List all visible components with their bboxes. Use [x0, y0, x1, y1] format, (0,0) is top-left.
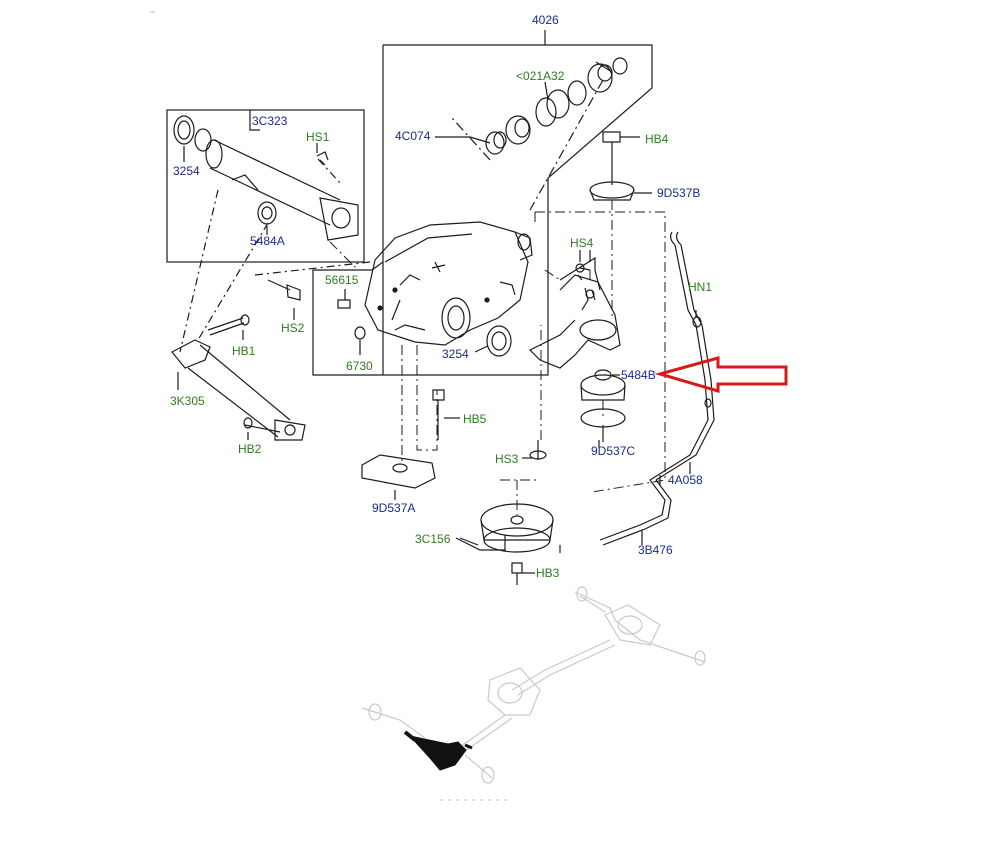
bolt-56615 [337, 299, 351, 309]
bracket-hs4 [559, 256, 601, 301]
label-9d537b: 9D537B [657, 186, 701, 200]
label-021a32: <021A32 [516, 69, 565, 83]
label-hb2: HB2 [238, 442, 262, 456]
label-9d537c: 9D537C [591, 444, 636, 458]
bearing-stack-021a32 [451, 57, 628, 211]
highlighted-halfshaft [403, 730, 473, 771]
mount-9d537a [361, 454, 436, 500]
label-3c156: 3C156 [415, 532, 451, 546]
label-5484b: 5484B [621, 368, 656, 382]
leader-3c323 [249, 110, 260, 131]
label-hs3: HS3 [495, 452, 519, 466]
bolt-hs2 [254, 261, 371, 320]
label-3k305: 3K305 [170, 394, 205, 408]
label-6730: 6730 [346, 359, 373, 373]
label-hs1: HS1 [306, 130, 330, 144]
breather-tube-4a058 [649, 231, 715, 481]
group-frame-4026 [312, 44, 653, 376]
leader-hs4 [579, 250, 591, 262]
tube-housing-3c323 [173, 115, 359, 241]
bolt-hb3 [511, 562, 535, 585]
label-5484a: 5484A [250, 234, 285, 248]
bolt-hb4 [589, 131, 652, 201]
callout-arrow [654, 356, 788, 394]
label-hs4: HS4 [570, 236, 594, 250]
label-hb3: HB3 [536, 566, 560, 580]
bolt-hb5 [432, 389, 460, 440]
strut-3k305 [171, 189, 306, 441]
leader-lines [559, 440, 661, 553]
seal-3254-b [486, 325, 512, 357]
label-hn1: HN1 [688, 280, 713, 294]
label-3b476: 3B476 [638, 543, 673, 557]
label-4a058: 4A058 [668, 473, 703, 487]
leader-4c074 [435, 136, 491, 144]
driveline-overview [150, 11, 706, 801]
label-hb5: HB5 [463, 412, 487, 426]
label-9d537a: 9D537A [372, 501, 416, 515]
label-hb4: HB4 [645, 132, 669, 146]
label-3c323: 3C323 [252, 114, 288, 128]
plug-6730 [354, 326, 366, 340]
label-3254-b: 3254 [442, 347, 469, 361]
label-3254-a: 3254 [173, 164, 200, 178]
label-56615: 56615 [325, 273, 359, 287]
bracket-5484b [528, 274, 621, 369]
label-4026: 4026 [532, 13, 559, 27]
leader-3254-b [474, 345, 489, 353]
leader-021a32 [544, 81, 549, 101]
label-hs2: HS2 [281, 321, 305, 335]
label-hb1: HB1 [232, 344, 256, 358]
differential-housing [364, 221, 533, 346]
hose-3b476 [599, 479, 672, 546]
label-4c074: 4C074 [395, 129, 431, 143]
mount-3c156 [455, 503, 554, 553]
assembly-paths [329, 200, 666, 515]
group-frame-3c323 [166, 109, 365, 263]
bolt-hs3 [522, 440, 547, 460]
